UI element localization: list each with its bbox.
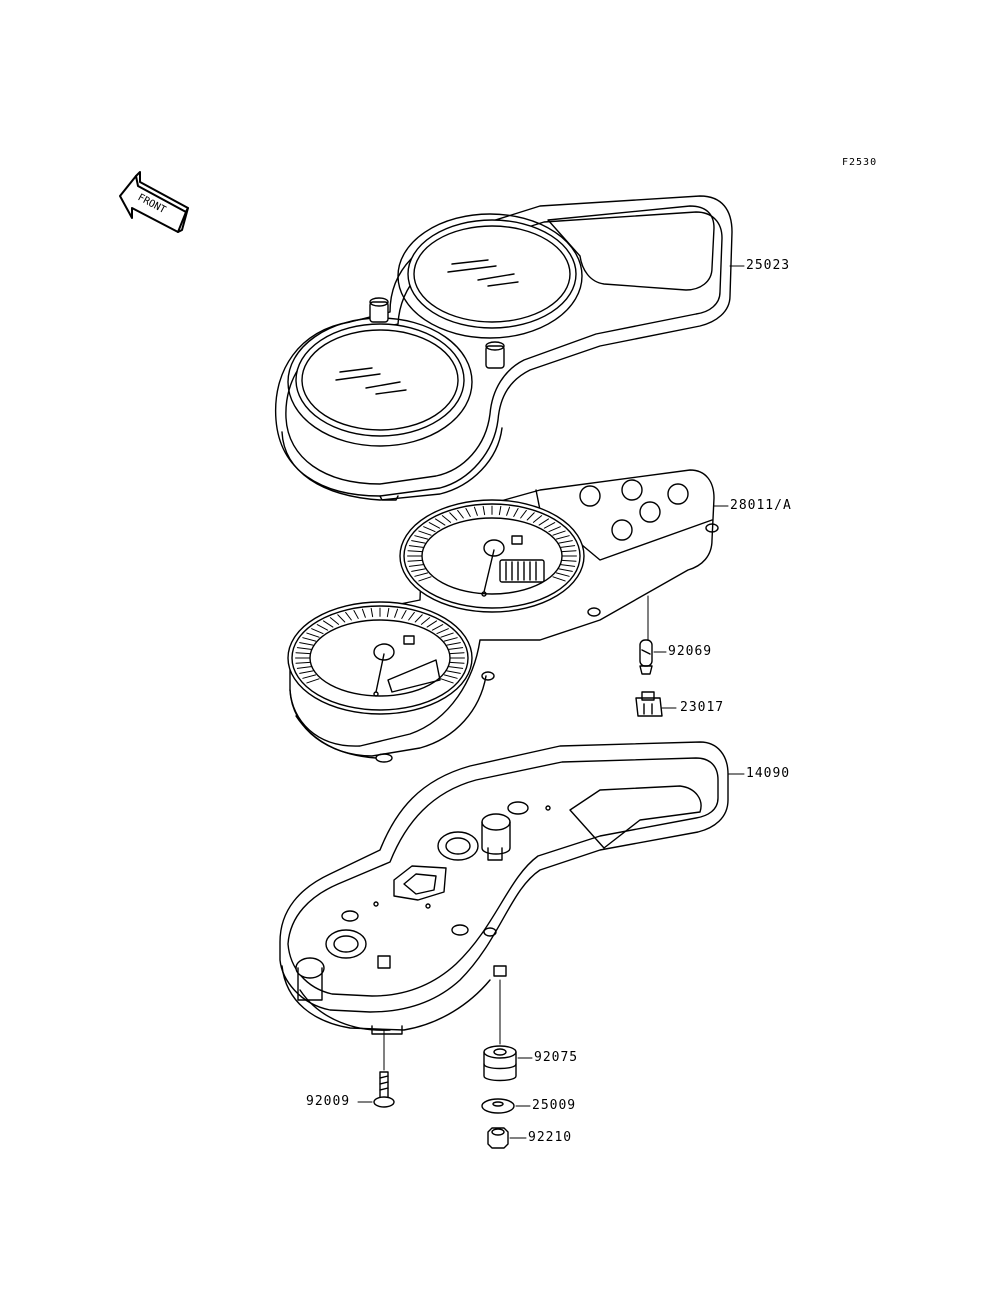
gauge-tick [302,637,317,642]
gauge-tick [457,509,464,519]
gauge-tick [420,617,431,625]
gauge-tick [386,607,390,618]
gauge-tick [361,608,366,618]
gauge-tick [449,652,465,655]
gauge-tick [316,624,329,631]
gauge-tick [446,670,461,674]
gauge-tick [561,559,577,562]
gauge-tick [295,661,311,664]
meter-assembly-part [287,469,719,763]
gauge-tick [306,632,320,638]
gauge-tick [561,550,577,553]
gauge-tick [414,614,423,623]
gauge-tick [520,509,527,519]
gauge-tick [296,666,312,669]
gauge-tick [394,608,399,618]
gauge-tick [506,506,511,516]
part-label-92009: 92009 [306,1094,351,1109]
nut-part [487,1127,509,1149]
gauge-tick [408,564,424,567]
gauge-tick [440,678,454,684]
washer-part [481,1098,515,1114]
gauge-tick [555,535,570,540]
gauge-tick [443,674,458,679]
gauge-tick [448,647,464,650]
figure-code: F2530 [842,157,878,168]
gauge-tick [414,535,429,540]
gauge-tick [449,661,465,664]
gauge-tick [407,550,423,553]
gauge-tick [337,614,346,623]
part-label-25023: 25023 [746,258,791,273]
leader-lines [357,265,745,1139]
gauge-tick [443,637,458,642]
gauge-tick [560,564,576,567]
gauge-tick [299,670,314,674]
part-label-25009: 25009 [532,1098,577,1113]
gauge-tick [353,610,359,619]
damper-part [483,1045,517,1082]
gauge-tick [448,666,464,669]
gauge-tick [526,512,535,521]
bulb-socket-part [635,691,663,717]
gauge-tick [418,576,432,582]
gauge-tick [296,647,312,650]
gauge-tick [449,512,458,521]
gauge-tick [446,642,461,646]
gauge-tick [532,515,543,523]
gauge-tick [407,559,423,562]
gauge-tick [418,530,432,536]
screw-part [373,1071,395,1108]
gauge-tick [441,515,452,523]
gauge-tick [408,611,415,621]
gauge-tick [434,518,446,526]
gauge-tick [299,642,314,646]
gauge-tick [322,620,334,628]
gauge-tick [558,540,573,544]
gauge-tick [401,610,407,619]
gauge-tick [426,620,438,628]
gauge-tick [558,568,573,572]
gauge-tick [555,572,570,577]
gauge-tick [411,568,426,572]
gauge-tick [411,540,426,544]
part-label-92069: 92069 [668,644,713,659]
gauge-tick [440,632,454,638]
gauge-tick [552,530,566,536]
gauge-tick [431,624,444,631]
gauge-tick [513,508,519,517]
gauge-tick [498,505,502,516]
part-label-92075: 92075 [534,1050,579,1065]
gauge-tick [538,518,550,526]
gauge-tick [552,576,566,582]
gauge-tick [548,526,561,533]
gauge-tick [329,617,340,625]
gauge-tick [473,506,478,516]
gauge-tick [465,508,471,517]
gauge-tick [423,526,436,533]
gauge-tick [302,674,317,679]
gauge-tick [414,572,429,577]
part-label-28011a: 28011/A [730,498,792,513]
gauge-tick [306,678,320,684]
gauge-tick [543,522,556,529]
gauge-tick [560,545,576,548]
bulb-part [639,639,653,675]
gauge-tick [428,522,441,529]
gauge-tick [408,545,424,548]
part-label-92210: 92210 [528,1130,573,1145]
meter-case-part [279,741,729,1035]
part-label-23017: 23017 [680,700,725,715]
front-arrow-icon: FRONT [119,171,189,233]
gauge-tick [370,607,374,618]
gauge-tick [482,505,486,516]
gauge-tick [436,628,449,635]
part-label-14090: 14090 [746,766,791,781]
gauge-tick [311,628,324,635]
meter-cover-part [274,195,733,501]
gauge-tick [295,652,311,655]
gauge-tick [345,611,352,621]
